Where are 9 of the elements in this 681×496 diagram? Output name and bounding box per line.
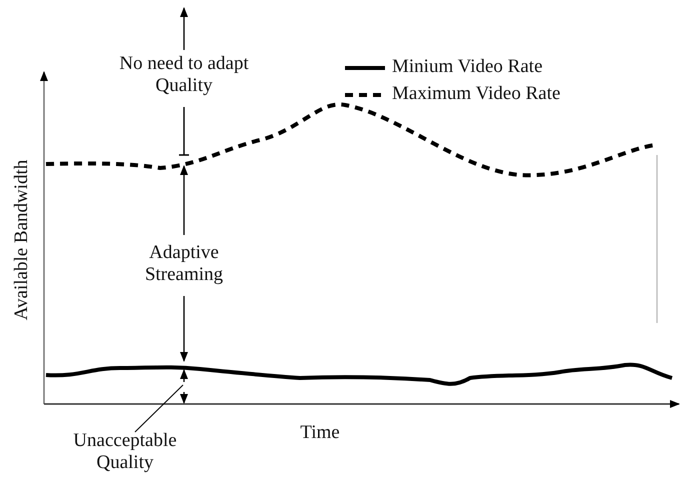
legend-label: Minium Video Rate — [392, 56, 542, 78]
axis-title: Time — [299, 422, 341, 444]
leader-line — [134, 384, 184, 432]
dimension-line — [180, 369, 188, 404]
legend-label: Maximum Video Rate — [392, 83, 560, 105]
callout-text: Unacceptable Quality — [60, 430, 190, 474]
annotation-text: Adaptive Streaming — [144, 242, 224, 286]
annotation-text: No need to adapt Quality — [118, 53, 250, 97]
axis-title: Available Bandwidth — [11, 158, 33, 322]
